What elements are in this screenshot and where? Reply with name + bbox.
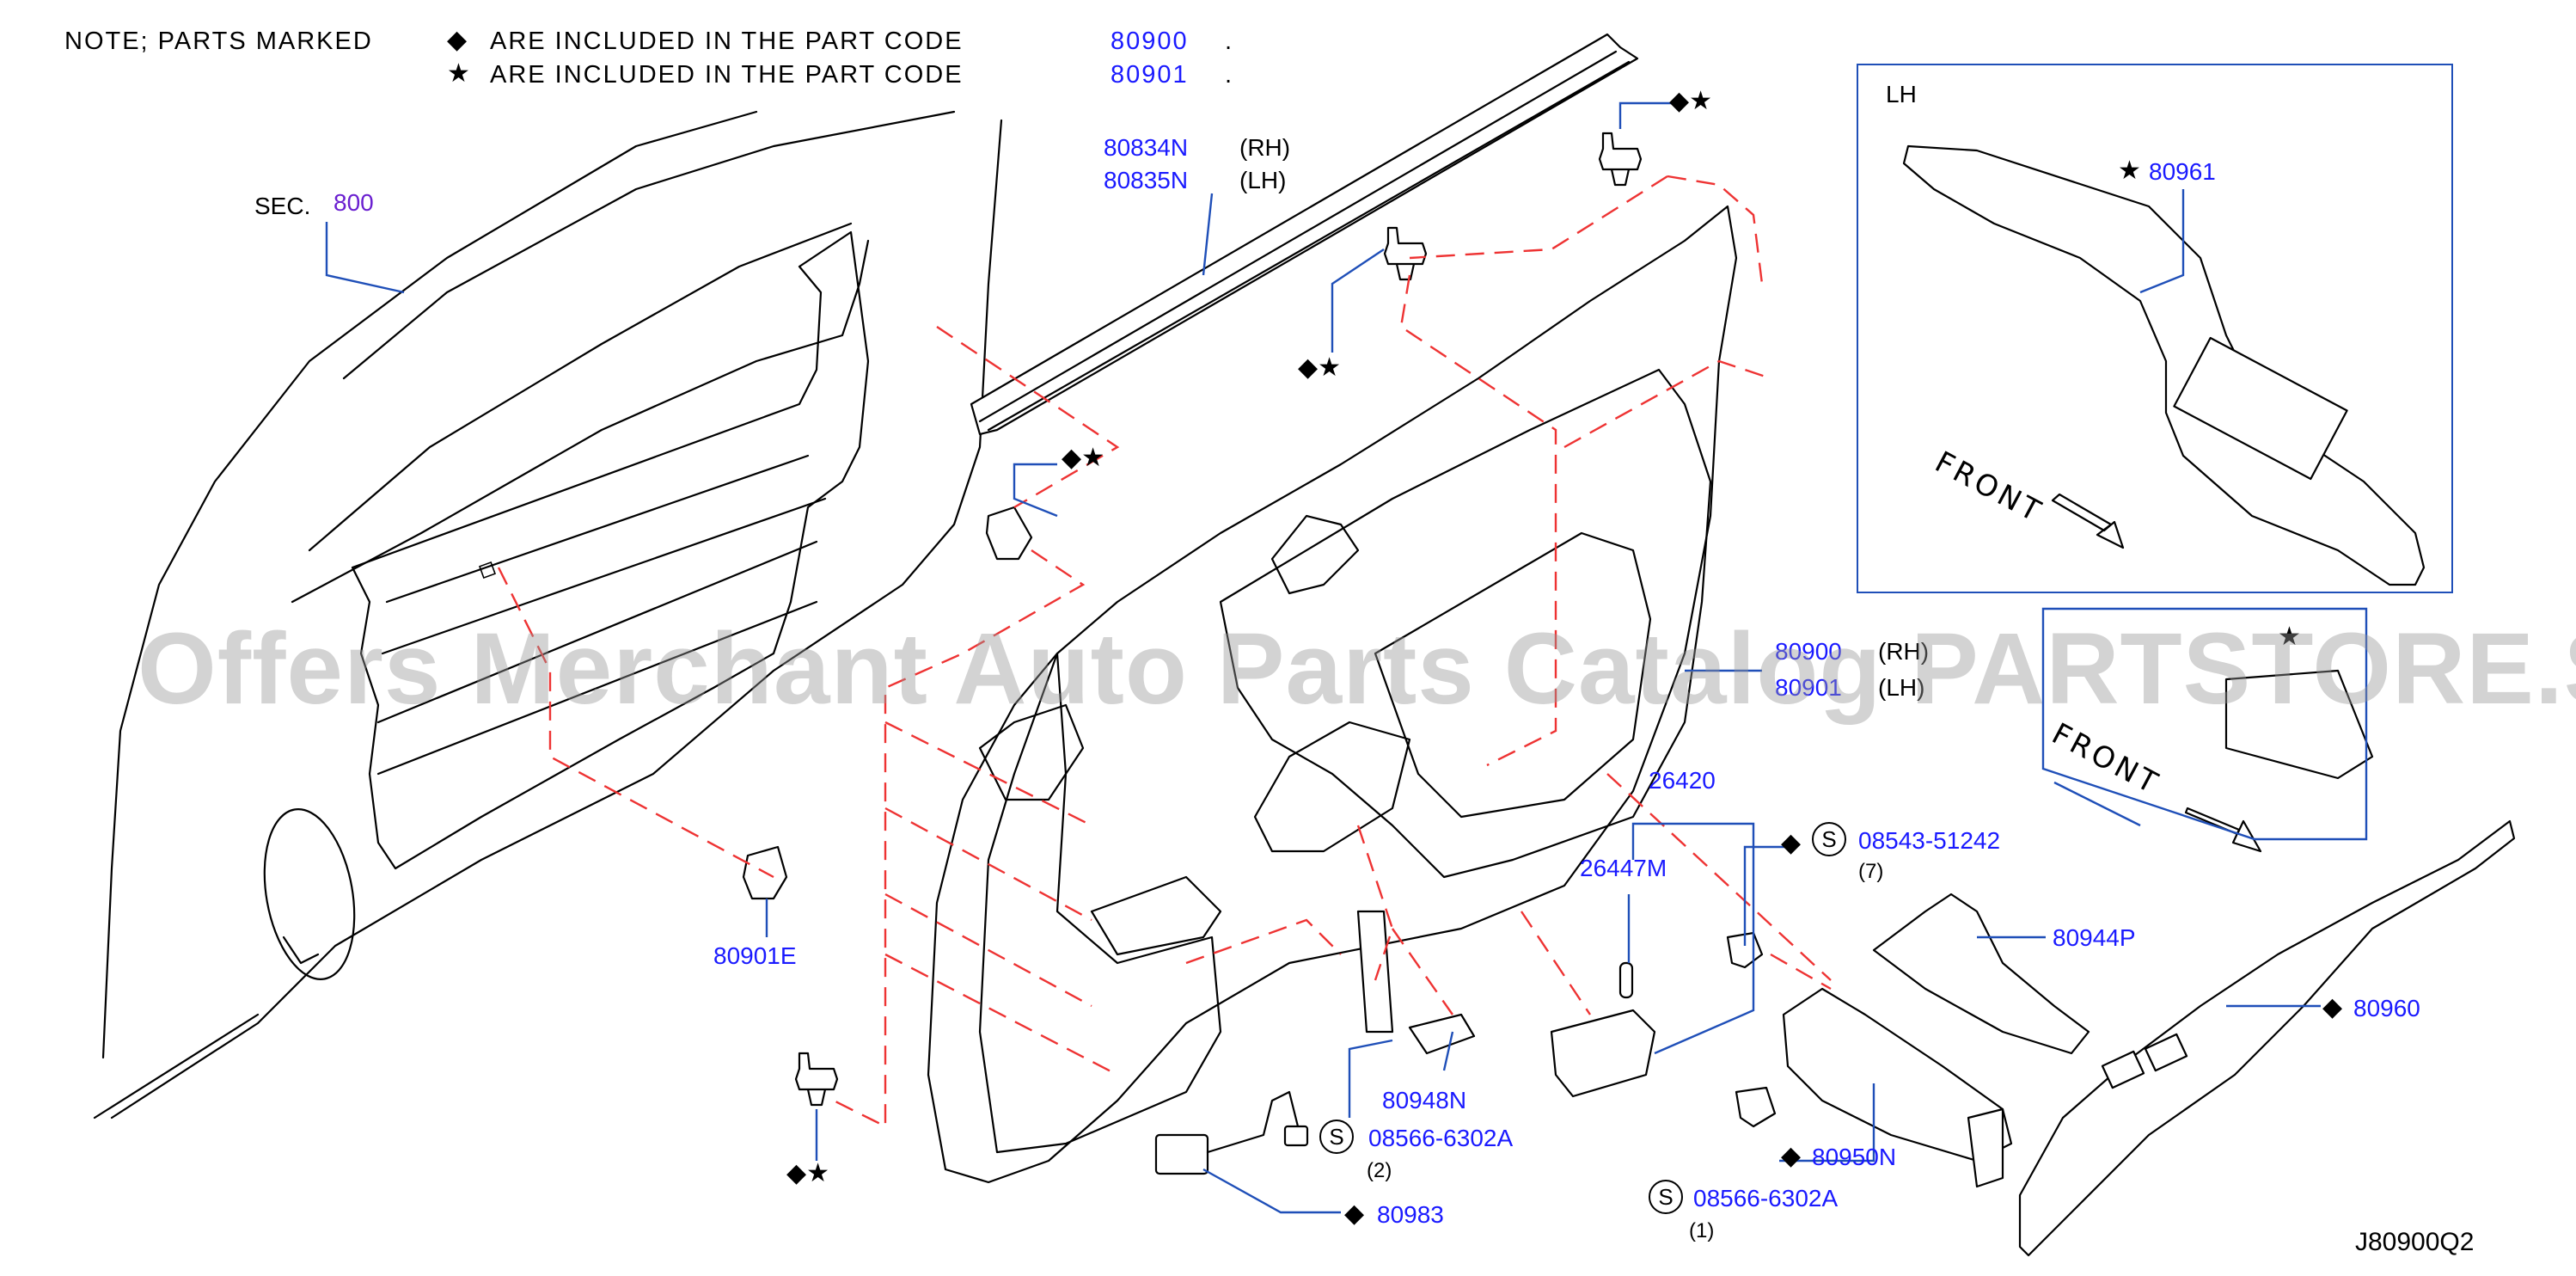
part-80834n[interactable]: 80834N xyxy=(1104,134,1189,161)
diagram-code: J80900Q2 xyxy=(2355,1228,2475,1256)
screw-bottom-qty: (1) xyxy=(1689,1219,1715,1242)
upper-clip xyxy=(985,506,1033,561)
inset-lh-title: LH xyxy=(1886,81,1917,107)
part-08566-6302a-mid[interactable]: 08566-6302A xyxy=(1368,1125,1514,1151)
part-80901[interactable]: 80901 xyxy=(1775,674,1842,701)
finisher xyxy=(1872,893,2090,1055)
inset-switch-frame xyxy=(2041,607,2368,841)
diamond-star-mark: ◆★ xyxy=(786,1159,829,1187)
part-80900[interactable]: 80900 xyxy=(1775,638,1842,665)
star-icon: ★ xyxy=(2118,156,2141,185)
trim-lh-tag: (LH) xyxy=(1878,674,1925,701)
leader-lines xyxy=(325,101,2321,1214)
part-80948n[interactable]: 80948N xyxy=(1382,1087,1467,1113)
inset-lh-part xyxy=(1902,144,2426,586)
s-mark: S xyxy=(1649,1180,1692,1214)
rh-tag: (RH) xyxy=(1239,134,1291,161)
part-26420[interactable]: 26420 xyxy=(1649,767,1716,794)
watermark: Offers Merchant Auto Parts Catalog PARTS… xyxy=(138,612,2576,726)
part-80901e[interactable]: 80901E xyxy=(713,942,797,969)
diamond-icon: ◆ xyxy=(1344,1199,1365,1228)
note-line1-code: 80900 xyxy=(1111,28,1189,55)
pull-handle xyxy=(1408,987,2013,1188)
star-icon: ★ xyxy=(2278,623,2301,651)
diamond-star-mark: ◆★ xyxy=(1062,444,1104,472)
armrest-finisher xyxy=(2018,819,2516,1257)
note-line2-code: 80901 xyxy=(1111,61,1189,89)
part-80983[interactable]: 80983 xyxy=(1377,1201,1444,1228)
s-mark: S xyxy=(1812,822,1855,856)
bolt xyxy=(1356,910,1394,1034)
trim-rh-tag: (RH) xyxy=(1878,638,1930,665)
part-80961[interactable]: 80961 xyxy=(2149,158,2216,185)
section-label: SEC. xyxy=(254,193,311,219)
diamond-icon: ◆ xyxy=(1781,829,1802,857)
weatherstrip xyxy=(970,33,1639,436)
door-trim-panel xyxy=(927,205,1738,1184)
part-80960[interactable]: 80960 xyxy=(2353,995,2420,1021)
inset-lh-frame xyxy=(1857,64,2453,593)
clips xyxy=(742,132,1777,1128)
lamp-assembly xyxy=(1550,961,1656,1098)
star-icon: ★ xyxy=(447,59,472,88)
section-link[interactable]: 800 xyxy=(333,189,374,216)
harness xyxy=(1154,1090,1309,1175)
part-80944p[interactable]: 80944P xyxy=(2053,924,2136,951)
note-line1-end: . xyxy=(1225,28,1234,55)
s-circle-icon: S xyxy=(1812,822,1846,856)
diamond-star-mark: ◆★ xyxy=(1669,87,1712,115)
note-prefix: NOTE; PARTS MARKED xyxy=(64,28,373,55)
diamond-icon: ◆ xyxy=(2322,993,2343,1021)
door-body xyxy=(93,110,1003,1120)
part-08566-6302a-bottom[interactable]: 08566-6302A xyxy=(1693,1185,1839,1212)
diamond-icon: ◆ xyxy=(1781,1142,1802,1170)
note-line2-end: . xyxy=(1225,61,1234,89)
diamond-icon: ◆ xyxy=(447,26,469,54)
screw-top-qty: (7) xyxy=(1858,860,1884,883)
lh-tag: (LH) xyxy=(1239,167,1287,193)
part-80835n[interactable]: 80835N xyxy=(1104,167,1189,193)
diamond-star-mark: ◆★ xyxy=(1298,353,1341,382)
explosion-lines xyxy=(497,175,1832,1128)
s-circle-icon: S xyxy=(1649,1180,1683,1214)
note-line1-text: ARE INCLUDED IN THE PART CODE xyxy=(490,28,964,55)
inset-switch xyxy=(2184,669,2374,853)
s-circle-icon: S xyxy=(1319,1120,1354,1154)
note-line2-text: ARE INCLUDED IN THE PART CODE xyxy=(490,61,964,89)
part-80950n[interactable]: 80950N xyxy=(1812,1144,1897,1170)
s-mark: S xyxy=(1319,1120,1362,1154)
screw-mid-qty: (2) xyxy=(1367,1159,1392,1182)
part-26447m[interactable]: 26447M xyxy=(1580,855,1667,881)
part-08543-51242[interactable]: 08543-51242 xyxy=(1858,827,2001,854)
